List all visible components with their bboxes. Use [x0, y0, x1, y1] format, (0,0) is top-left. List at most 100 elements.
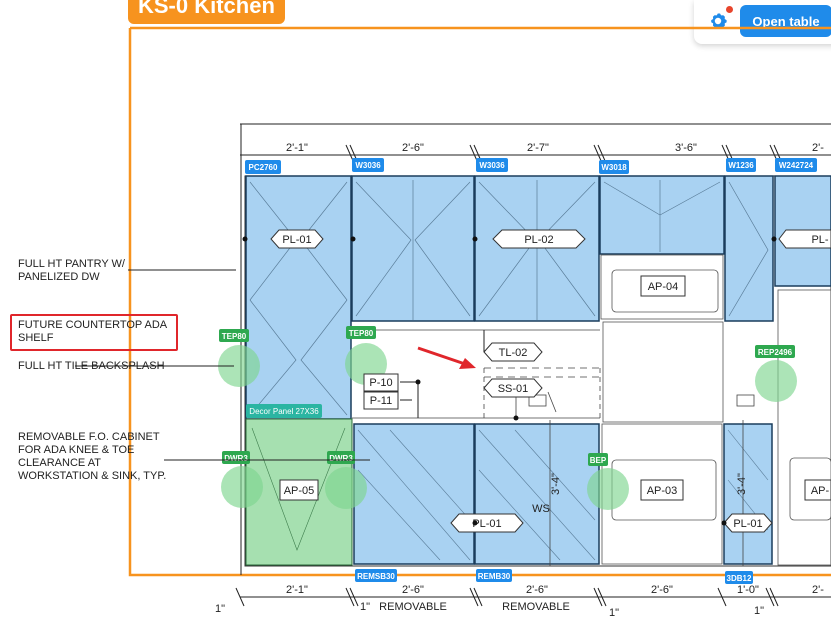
removable-label-1: REMOVABLE [379, 601, 447, 613]
bottom-dimension-row [235, 587, 831, 607]
lower-cabinet-remb30 [474, 423, 600, 565]
dim-top-2: 2'-6" [402, 142, 424, 154]
dim-bottom-5: 1'-0" [737, 584, 759, 596]
dim-small-4: 1" [754, 605, 764, 617]
tag-bep-label: BEP [590, 456, 607, 465]
upper-cabinet-w3018 [599, 175, 725, 255]
notification-dot [726, 6, 733, 13]
highlight-box[interactable] [10, 314, 178, 351]
backsplash-lines [352, 329, 755, 566]
gear-icon [711, 13, 727, 29]
dim-bottom-1: 2'-1" [286, 584, 308, 596]
dim-bottom-6: 2'- [812, 584, 824, 596]
tag-pc2760-label: PC2760 [249, 163, 278, 172]
tag-w3036-a-label: W3036 [355, 161, 381, 170]
appliances [600, 254, 831, 566]
blue-tags-top: PC2760 W3036 W3036 W3018 W1236 W242724 [245, 158, 817, 174]
tag-w3036-a[interactable] [352, 158, 384, 172]
tag-rep2496[interactable] [755, 345, 795, 358]
callout-pl-edge: PL- [811, 234, 828, 246]
tag-dwr3-b-label: DWR3 [329, 454, 353, 463]
red-arrow-icon [417, 346, 476, 369]
lower-cabinet-remsb30 [353, 423, 475, 565]
lower-cabinet-3db12 [723, 423, 773, 565]
vertical-dim-2: 3'-4" [736, 473, 748, 495]
tag-bep[interactable] [588, 453, 608, 466]
tag-w1236-label: W1236 [728, 161, 754, 170]
note-backsplash: FULL HT TILE BACKSPLASH [18, 360, 165, 372]
leader-lines [75, 269, 485, 461]
callout-pl01-a: PL-01 [282, 234, 311, 246]
callout-p10: P-10 [369, 377, 392, 389]
green-markers [218, 343, 797, 510]
note-ada-shelf: FUTURE COUNTERTOP ADA SHELF [18, 319, 167, 344]
tag-remb30[interactable] [476, 569, 512, 582]
dim-bottom-3: 2'-6" [526, 584, 548, 596]
blue-tags-bottom: REMSB30 REMB30 3DB12 [355, 569, 753, 584]
dim-bottom-2: 2'-6" [402, 584, 424, 596]
tag-dwr3-b[interactable] [327, 451, 355, 464]
bottom-dimension-labels: 2'-1" 2'-6" 2'-6" 2'-6" 1'-0" 2'- 1" 1" … [215, 584, 824, 619]
decor-panel-tag-label: Decor Panel 27X36 [249, 407, 319, 416]
tag-remsb30-label: REMSB30 [357, 572, 395, 581]
dim-small-1: 1" [215, 603, 225, 615]
tag-w3018[interactable] [599, 160, 629, 174]
tag-remsb30[interactable] [355, 569, 397, 582]
tag-dwr3-a[interactable] [222, 451, 250, 464]
ws-label: WS [532, 503, 550, 515]
upper-cabinets [245, 175, 831, 420]
tag-pc2760[interactable] [245, 160, 281, 174]
material-callouts [270, 229, 831, 533]
note-pantry: FULL HT PANTRY W/ PANELIZED DW [18, 258, 125, 283]
tag-3db12[interactable] [725, 571, 753, 584]
callout-ap05: AP-05 [284, 485, 315, 497]
tag-w3036-b[interactable] [476, 158, 508, 172]
drawing-title: KS-0 Kitchen [138, 0, 275, 18]
sheet-frame [128, 26, 831, 577]
tag-rep2496-label: REP2496 [758, 348, 793, 357]
tag-3db12-label: 3DB12 [727, 574, 752, 583]
tag-tep80-a-label: TEP80 [222, 332, 247, 341]
callout-ap03: AP-03 [647, 485, 678, 497]
dim-top-1: 2'-1" [286, 142, 308, 154]
settings-button[interactable] [707, 6, 733, 32]
dim-top-3: 2'-7" [527, 142, 549, 154]
pantry-cabinet [245, 175, 352, 420]
decor-panel-lines [251, 427, 346, 551]
tag-w242724[interactable] [775, 158, 817, 172]
tag-tep80-b[interactable] [346, 326, 376, 339]
callout-pl02: PL-02 [524, 234, 553, 246]
decor-panel-tag[interactable] [246, 404, 322, 418]
open-table-button[interactable]: Open table [740, 5, 831, 37]
leader-dots [242, 236, 777, 526]
tag-w3036-b-label: W3036 [479, 161, 505, 170]
callout-p11: P-11 [370, 395, 392, 407]
callout-ap04: AP-04 [648, 281, 679, 293]
callout-pl01-b: PL-01 [472, 518, 501, 530]
dim-top-5: 2'- [812, 142, 824, 154]
callout-ss01: SS-01 [498, 383, 529, 395]
dim-small-2: 1" [360, 601, 370, 613]
top-dimension-labels: 2'-1" 2'-6" 2'-7" 3'-6" 2'- [286, 142, 824, 154]
vertical-dim-1: 3'-4" [550, 473, 562, 495]
toolbar: Open table [694, 0, 831, 44]
tag-remb30-label: REMB30 [478, 572, 511, 581]
green-tags: TEP80 TEP80 REP2496 DWR3 DWR3 BEP [219, 326, 795, 466]
tag-tep80-a[interactable] [219, 329, 249, 342]
dim-top-4: 3'-6" [675, 142, 697, 154]
tag-tep80-b-label: TEP80 [349, 329, 374, 338]
dim-bottom-4: 2'-6" [651, 584, 673, 596]
tag-w242724-label: W242724 [779, 161, 814, 170]
removable-label-2: REMOVABLE [502, 601, 570, 613]
material-callout-labels: PL-01 PL-02 PL- AP-04 TL-02 SS-01 P-10 P… [282, 234, 829, 530]
lower-cabinets [353, 423, 773, 565]
tag-dwr3-a-label: DWR3 [224, 454, 248, 463]
callout-tl02: TL-02 [499, 347, 528, 359]
dim-small-3: 1" [609, 607, 619, 619]
tag-w1236[interactable] [726, 158, 756, 172]
drawing-title-tab[interactable]: KS-0 Kitchen [128, 0, 285, 24]
note-removable-cabinet: REMOVABLE F.O. CABINET FOR ADA KNEE & TO… [18, 431, 167, 482]
callout-pl01-c: PL-01 [733, 518, 762, 530]
upper-cabinet-w1236 [724, 175, 774, 322]
